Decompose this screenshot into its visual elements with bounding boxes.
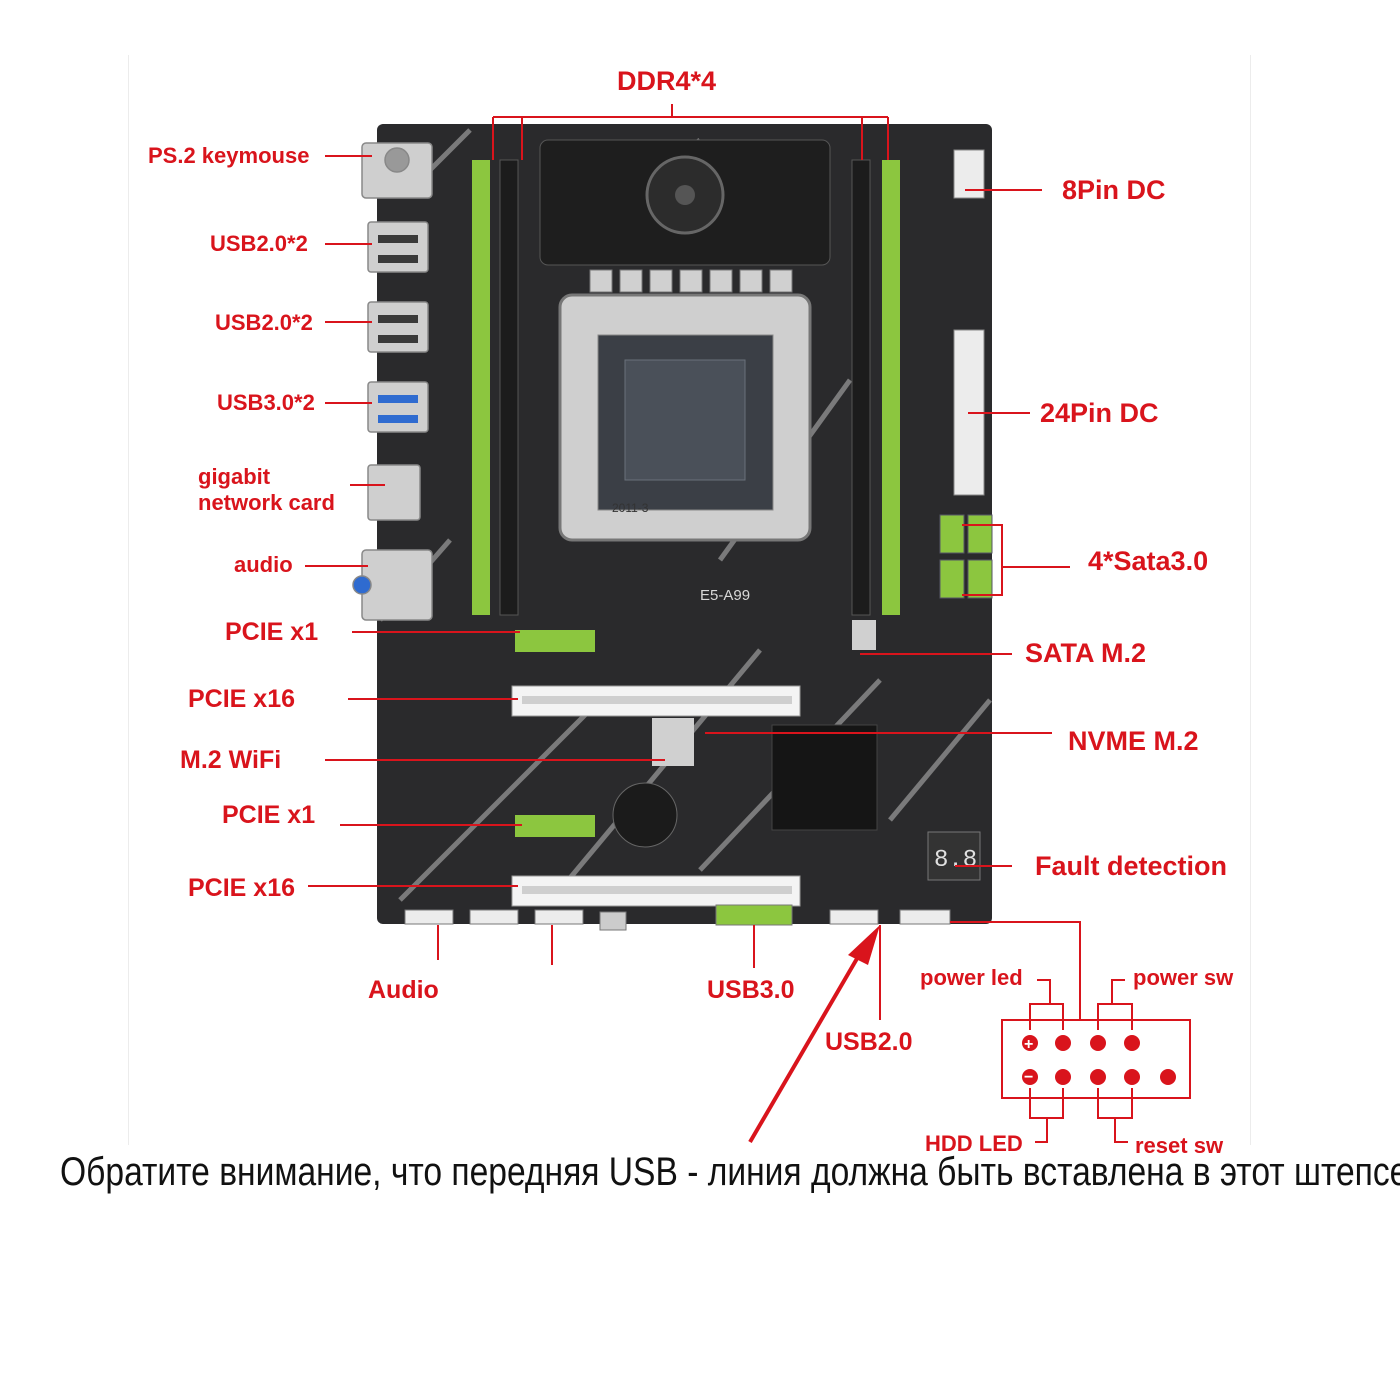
label-usb20-1: USB2.0*2	[210, 231, 308, 256]
audio-jack-block	[361, 549, 433, 621]
audio-jack-blue	[352, 575, 372, 595]
label-8pin-dc: 8Pin DC	[1062, 175, 1166, 205]
pin-hdd-led-minus	[1022, 1069, 1038, 1085]
usb-arrow	[748, 925, 880, 1144]
label-hdd-led: HDD LED	[925, 1131, 1023, 1156]
usb20-port-2	[367, 301, 429, 353]
dimm-slots	[472, 159, 900, 616]
fault-display-digits: 8.8	[934, 847, 977, 874]
label-pcie-x1-top: PCIE x1	[225, 618, 319, 646]
label-power-sw: power sw	[1133, 965, 1234, 990]
label-ps2-keymouse: PS.2 keymouse	[148, 143, 310, 168]
frame-line-left	[128, 55, 129, 1145]
label-audio-rear: audio	[234, 552, 293, 577]
lan-port	[367, 464, 421, 521]
label-nvme-m2: NVME M.2	[1068, 726, 1199, 756]
usb30-port	[367, 381, 429, 433]
label-24pin-dc: 24Pin DC	[1040, 398, 1159, 428]
dimm-slot-3	[851, 159, 871, 616]
m2-wifi-slot	[652, 718, 694, 766]
pin-minus-sign: −	[1024, 1069, 1033, 1086]
label-gigabit-network-card: gigabit network card	[198, 464, 335, 515]
dimm-slot-2	[499, 159, 519, 616]
board-model: E5-A99	[700, 587, 750, 604]
usb-port-slots	[378, 235, 418, 423]
pin-plus-sign: +	[1024, 1036, 1033, 1053]
label-reset-sw: reset sw	[1135, 1133, 1224, 1158]
label-audio-front: Audio	[368, 976, 439, 1004]
socket-label: 2011-3	[612, 501, 649, 515]
label-fault-detection: Fault detection	[1035, 851, 1228, 881]
label-pcie-x16-top: PCIE x16	[188, 685, 296, 713]
label-pcie-x16-bottom: PCIE x16	[188, 874, 296, 902]
label-usb20-front: USB2.0	[825, 1028, 913, 1056]
sata-m2-slot	[852, 620, 876, 650]
frame-line-right	[1250, 55, 1251, 1145]
label-power-led: power led	[920, 965, 1023, 990]
vrm-chokes	[589, 269, 793, 293]
pcie-x1-slot-bottom	[515, 815, 595, 837]
ps2-socket-icon	[384, 147, 410, 173]
label-sata: 4*Sata3.0	[1088, 546, 1209, 576]
bottom-headers	[404, 904, 951, 931]
label-pcie-x1-bottom: PCIE x1	[222, 801, 316, 829]
pin-power-led-plus	[1022, 1035, 1038, 1051]
panel-pins	[1022, 1035, 1176, 1085]
dimm-slot-4	[882, 160, 900, 615]
nvme-heatsink	[771, 724, 878, 831]
label-sata-m2: SATA M.2	[1025, 638, 1146, 668]
usb20-port-1	[367, 221, 429, 273]
label-usb20-2: USB2.0*2	[215, 310, 313, 335]
front-panel-diagram	[1001, 979, 1191, 1143]
usb30-header	[715, 904, 793, 926]
label-ddr4: DDR4*4	[617, 66, 717, 96]
sata-ports	[939, 514, 993, 599]
label-usb30-2: USB3.0*2	[217, 390, 315, 415]
cmos-battery	[612, 782, 678, 848]
fault-display	[927, 831, 981, 881]
usb-note-text: Обратите внимание, что передняя USB - ли…	[60, 1150, 1400, 1194]
panel-box	[1001, 1019, 1191, 1099]
label-usb30-front: USB3.0	[707, 976, 795, 1004]
pcie-x1-slot-top	[515, 630, 595, 652]
label-m2-wifi: M.2 WiFi	[180, 746, 282, 774]
leader-lines	[305, 104, 1081, 1020]
dimm-slot-1	[472, 160, 490, 615]
